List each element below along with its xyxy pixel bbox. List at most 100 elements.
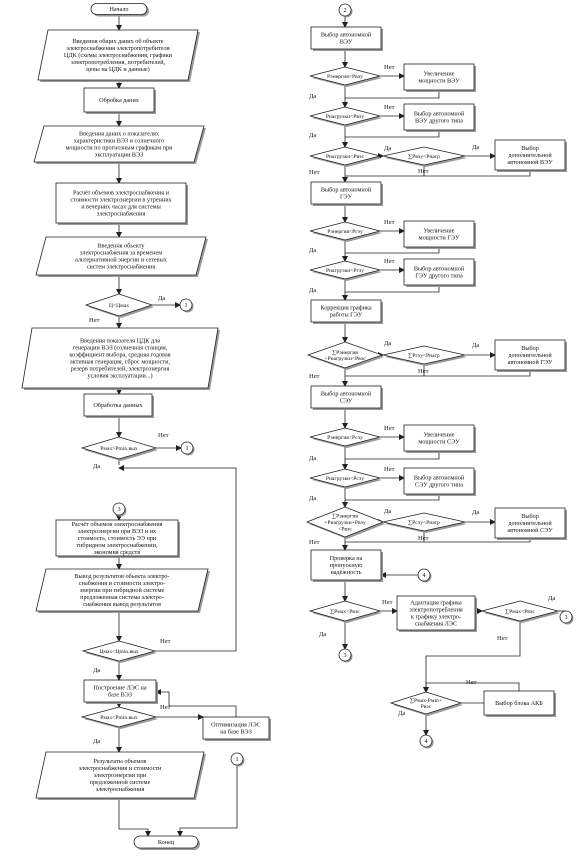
process-select-seu: [310, 385, 383, 410]
process-check-reliability-text: Проверка на: [330, 555, 363, 562]
label-no-a2: Нет: [384, 104, 395, 111]
decision-les-1: [308, 600, 382, 623]
label-no-b3: Нет: [309, 373, 320, 380]
process-data-2-text: Обработка данных: [93, 402, 143, 409]
decision-power-text: Рмаx>Рmin.вых: [100, 446, 138, 452]
process-increase-geu: [403, 220, 476, 249]
decision-seu-3: [305, 506, 385, 539]
process-adapt-graph-text: Адаптация графика: [410, 600, 462, 607]
label-no-a3: Нет: [309, 169, 320, 176]
process-extra-geu-text: дополнительной: [508, 352, 552, 359]
label-yes-d1: Да: [158, 295, 165, 302]
process-increase-geu-text: Увеличение: [424, 228, 455, 235]
label-no-d1: Нет: [89, 317, 100, 324]
input-cdk-text: активная генерация, сброс мощности,: [70, 359, 170, 366]
label-no-a4: Нет: [418, 168, 429, 175]
process-increase-geu-text: мощности ГЭУ: [419, 235, 460, 242]
process-other-seu-text: СЭУ другого типа: [415, 482, 463, 489]
process-select-geu-text: ГЭУ: [340, 194, 353, 201]
output-results-2-text: электроснабжения и стоимости: [79, 765, 162, 772]
label-no-d2: Нет: [158, 432, 169, 439]
label-yes-c3: Да: [384, 508, 391, 515]
decision-vwu-3: [309, 146, 382, 167]
label-yes-b1: Да: [309, 247, 316, 254]
process-other-geu-text: Выбор автономной: [414, 266, 465, 273]
process-other-vwu-text: ВЭУ другого типа: [415, 118, 463, 125]
connector-3-bottom-text: 3: [343, 652, 346, 659]
label-yes-d1r: Да: [319, 631, 326, 638]
flow-connector: [345, 130, 440, 138]
label-no-b4: Нет: [418, 368, 429, 375]
decision-les-2: [480, 600, 560, 623]
decision-vwu-4: [382, 146, 467, 167]
flow-connector: [155, 689, 237, 717]
start-terminal: [90, 3, 149, 17]
label-no-c4: Нет: [418, 535, 429, 542]
process-select-vwu-text: Выбор автономной: [321, 32, 372, 39]
label-yes-d3: Да: [398, 710, 405, 717]
label-no-a1: Нет: [384, 64, 395, 71]
decision-seu-2-text: Рнагрузки<Рсэу: [326, 476, 365, 482]
label-yes-a4: Да: [472, 144, 479, 151]
label-no-d3: Нет: [466, 679, 477, 686]
decision-vwu-1: [309, 66, 382, 87]
label-yes-c1: Да: [309, 455, 316, 462]
decision-vwu-3-text: Рнагрузки<Рвэс: [326, 154, 365, 160]
input-volume-text: альтернативной энергии и сетевых: [75, 257, 168, 264]
connector-4-right-text: 4: [422, 572, 425, 579]
decision-geu-4-text: ∑Ргэу<Рнагр: [408, 353, 440, 359]
process-increase-seu: [403, 424, 476, 453]
process-calc-2-text: гибридном электроснабжении,: [77, 542, 158, 549]
output-results-2-text: Результаты объемов: [94, 758, 147, 765]
label-yes-d2: Да: [93, 463, 100, 470]
connector-3-right: [559, 610, 574, 625]
decision-vwu-1-text: Рэнергия<Рвэу: [327, 74, 363, 80]
input-wind-data-text: мощности по прогнозным графикам при: [66, 145, 174, 152]
process-adapt-graph-text: снабжения ЛЭС: [415, 621, 457, 628]
decision-akb-text: Рвэс: [421, 704, 432, 710]
process-calc-2-text: электроэнергии при ВЭЗ и их: [78, 528, 157, 535]
process-increase-vwu-text: мощности ВЭУ: [418, 78, 460, 85]
input-volume-text: систем электроснабжения: [87, 264, 156, 271]
process-data-1: [83, 87, 156, 114]
process-adapt-graph-text: электропотребления: [409, 607, 463, 614]
label-no-b2: Нет: [384, 258, 395, 265]
input-general-data-text: электроснабжения электропотребителя: [66, 45, 169, 52]
end-terminal-text: Конец: [158, 839, 175, 846]
input-cdk-text: генерации ВЭЗ (солнечная станция,: [73, 345, 168, 352]
process-optimize-les-text: на базе ВЭЗ: [220, 729, 252, 736]
flow-connector: [345, 165, 425, 177]
decision-geu-4: [382, 345, 467, 366]
process-extra-seu-text: Выбор: [521, 513, 539, 520]
connector-3-right-text: 3: [564, 614, 567, 621]
label-yes-a3: Да: [384, 145, 391, 152]
decision-power-2: [80, 706, 158, 729]
output-results-1: [35, 568, 210, 613]
process-increase-vwu: [403, 63, 476, 92]
label-no-b1: Нет: [384, 219, 395, 226]
decision-cost-text: Цмаx<Цmin.вых: [99, 649, 139, 655]
connector-1-mid: [180, 441, 195, 456]
label-yes-c4: Да: [472, 509, 479, 516]
decision-geu-1-text: Рэнергия<Ргэу: [327, 229, 363, 235]
process-select-akb-text: Выбор блока АКБ: [495, 700, 543, 707]
process-calc-2-text: Расчёт объемов электроснабжения: [71, 521, 162, 528]
flow-connector: [345, 285, 440, 293]
process-calc-1-text: и вечерних часах для системы: [81, 204, 161, 211]
connector-4-bottom-text: 4: [424, 738, 427, 745]
decision-cost: [81, 640, 157, 663]
connector-1-mid-text: 1: [185, 445, 188, 452]
process-check-reliability: [310, 549, 383, 582]
connector-1-bottom-text: 1: [235, 756, 238, 763]
decision-vwu-4-text: ∑Рвэу<Рнагр: [408, 154, 440, 160]
label-no-d3: Нет: [160, 638, 171, 645]
process-data-2: [83, 393, 154, 418]
decision-seu-4-text: ∑Рсэу<Рнагр: [408, 520, 440, 526]
input-volume-text: Введення обьекту: [97, 243, 145, 250]
process-select-vwu-text: ВЭУ: [340, 39, 353, 46]
process-extra-seu: [494, 507, 567, 540]
process-optimize-les-text: Оптимизация ЛЭС: [211, 722, 261, 729]
label-no-c3: Нет: [309, 539, 320, 546]
decision-power-2-text: Рмаx<Рmin.вых: [100, 715, 138, 721]
